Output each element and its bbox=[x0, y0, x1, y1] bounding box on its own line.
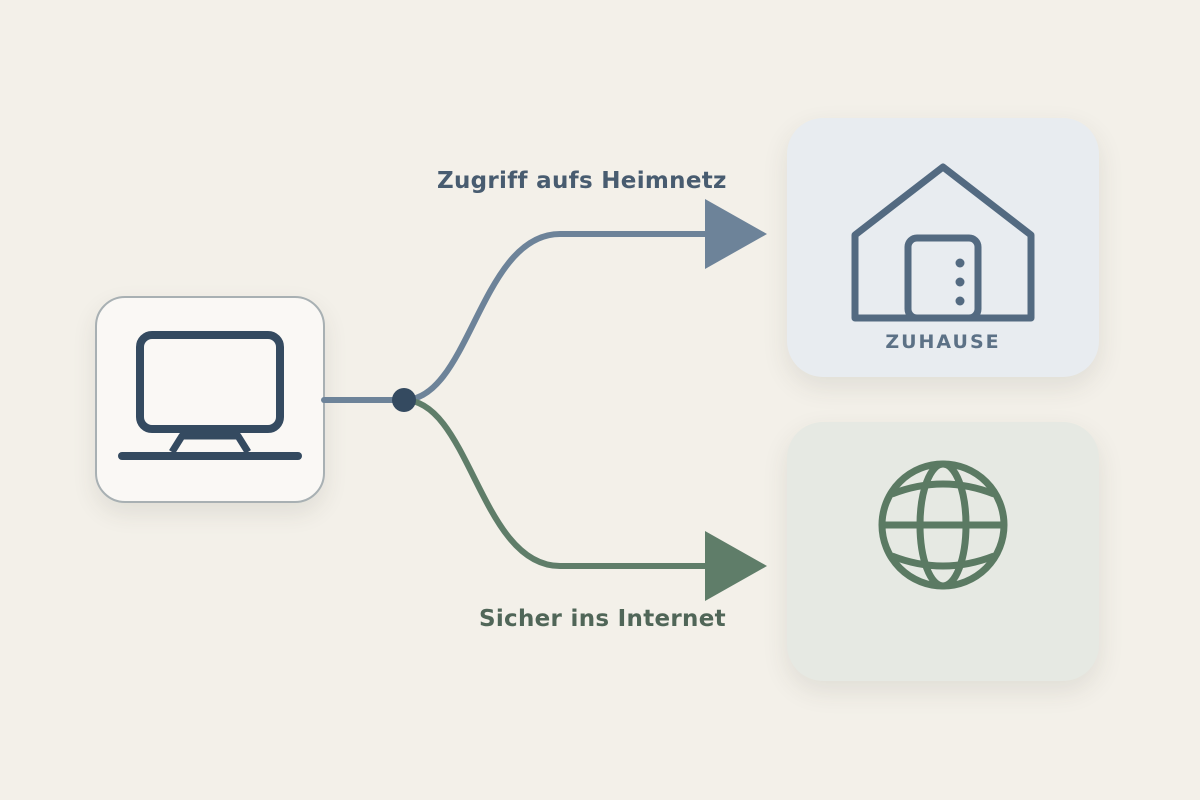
home-network-node bbox=[787, 118, 1099, 377]
internet-route-arrowhead bbox=[705, 531, 767, 601]
computer-icon bbox=[118, 331, 302, 460]
house-icon bbox=[851, 163, 1035, 322]
junction-dot bbox=[392, 388, 416, 412]
internet-route-label: Sicher ins Internet bbox=[479, 606, 726, 632]
globe-icon bbox=[878, 460, 1008, 590]
home-node-label: ZUHAUSE bbox=[885, 331, 1001, 353]
home-route-line bbox=[401, 231, 713, 403]
internet-route-line bbox=[401, 397, 713, 569]
device-node bbox=[95, 296, 325, 503]
home-route-arrowhead bbox=[705, 199, 767, 269]
home-route-label: Zugriff aufs Heimnetz bbox=[437, 168, 727, 194]
